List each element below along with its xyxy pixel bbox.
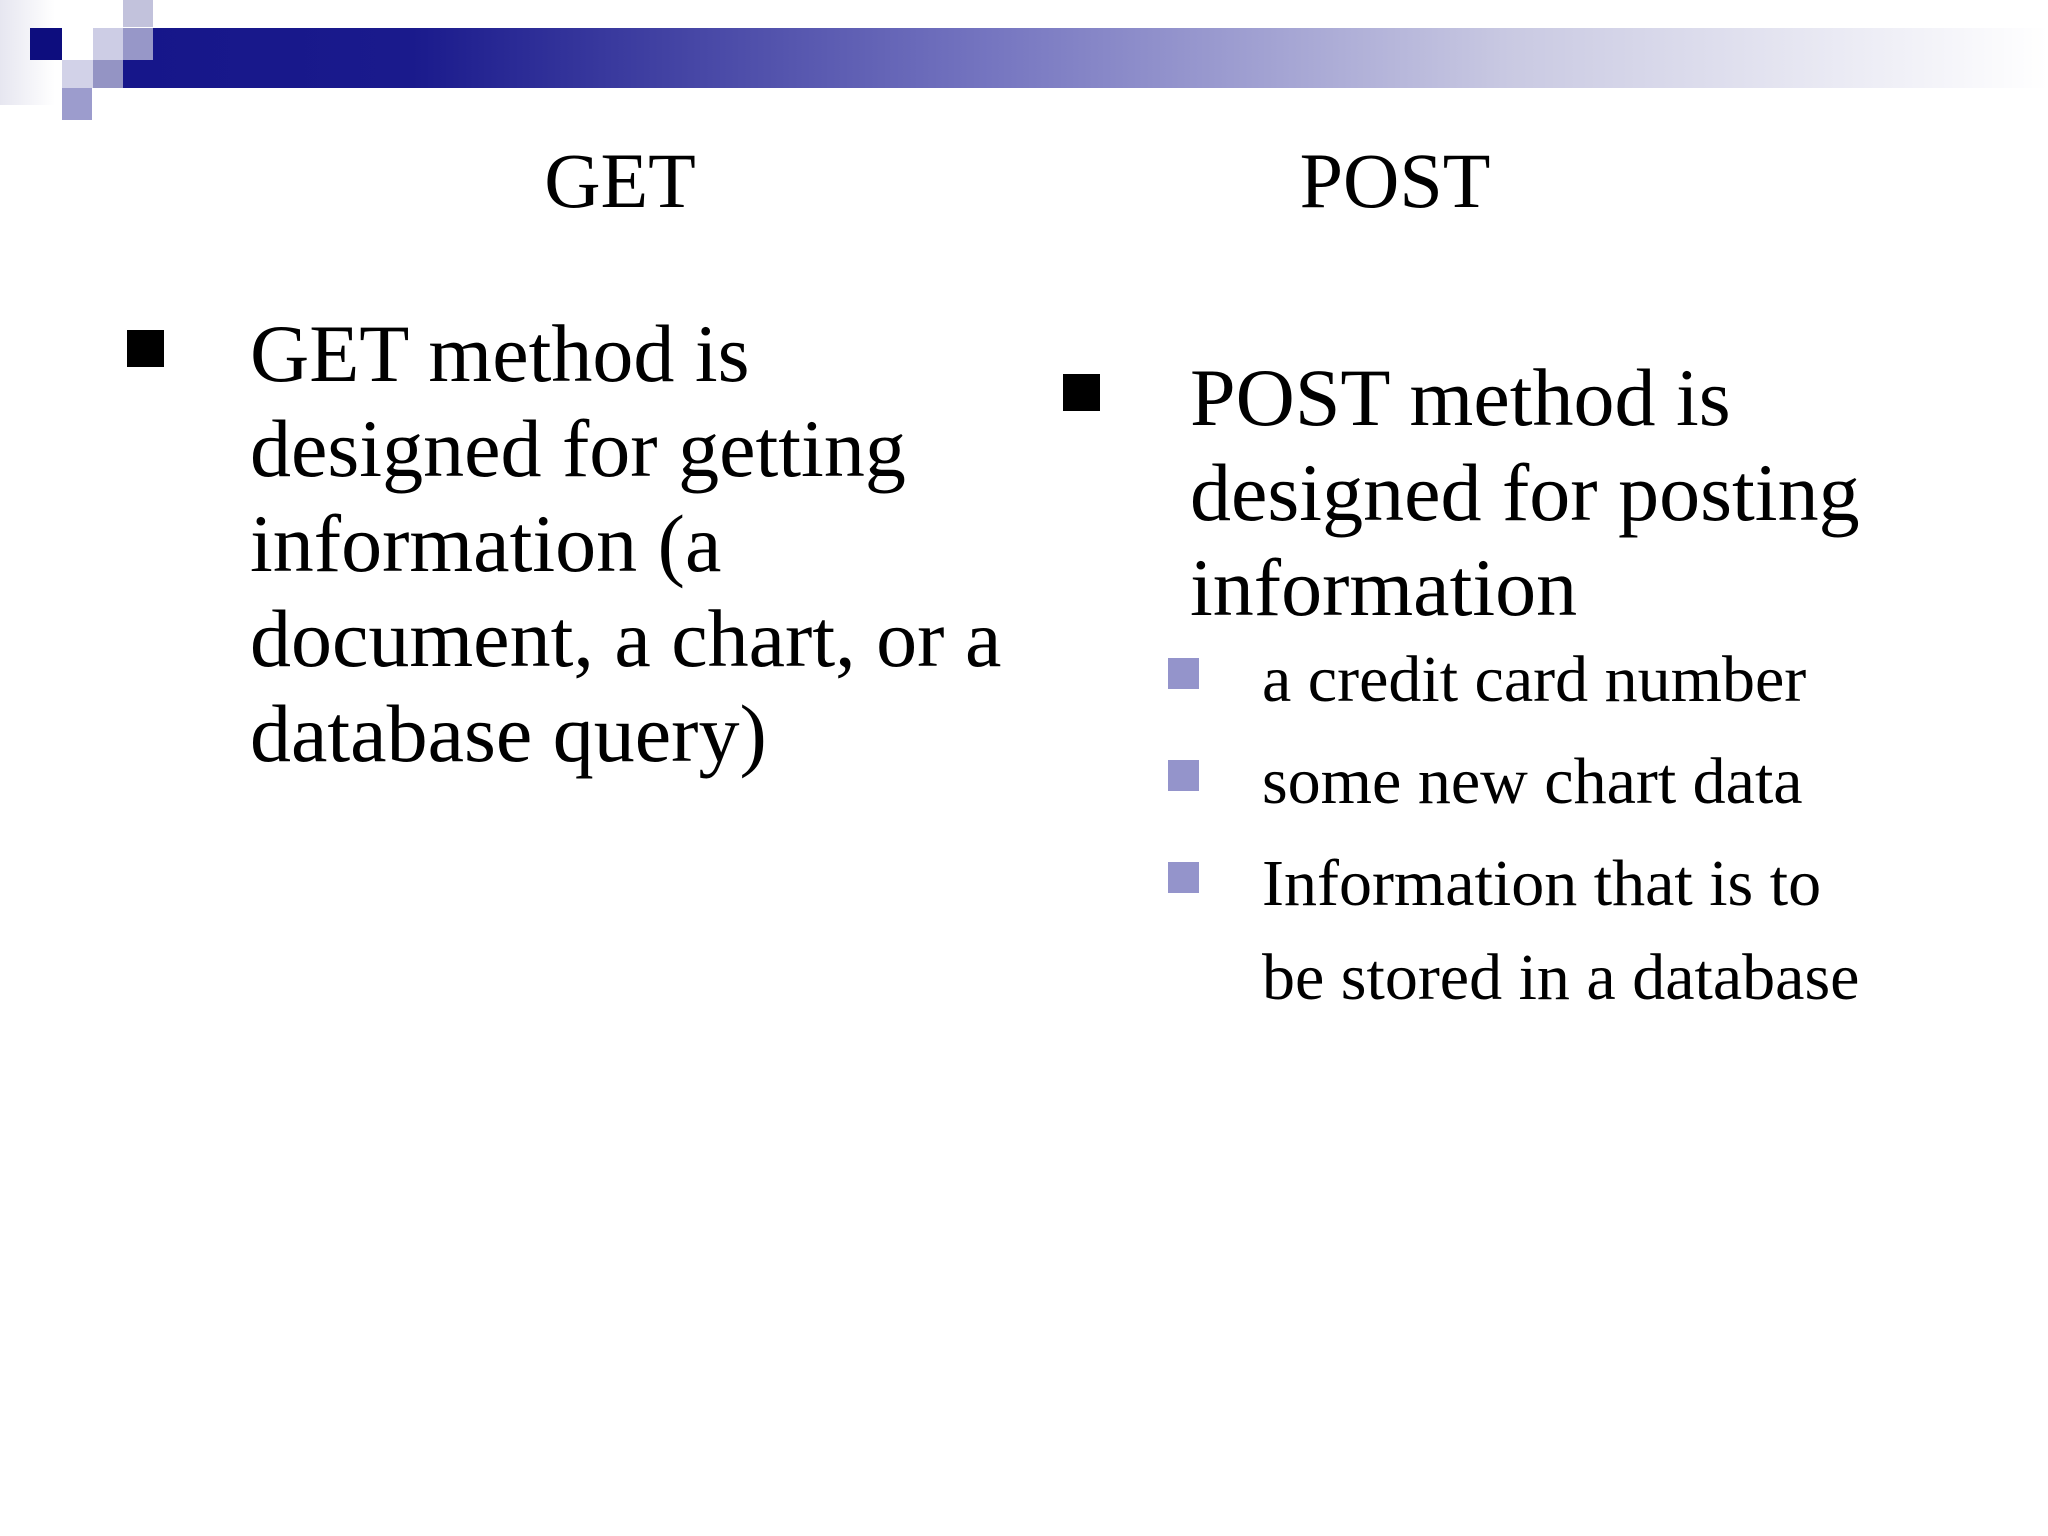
deco-square-medium-icon: [123, 28, 153, 60]
column-heading-get: GET: [544, 137, 696, 224]
text-line: designed for posting: [1190, 447, 1860, 538]
text-line: information (a: [250, 498, 722, 589]
deco-square-medium-row2-icon: [93, 60, 123, 88]
deco-square-light-icon: [93, 28, 123, 60]
sub-bullet-square-icon: [1168, 862, 1199, 893]
text-line: some new chart data: [1262, 745, 1803, 818]
sub-bullet-text: some new chart data: [1262, 735, 1803, 829]
deco-square-light-row2-icon: [62, 60, 93, 88]
text-line: POST method is: [1190, 352, 1731, 443]
column-heading-post: POST: [1299, 137, 1491, 224]
bullet-square-icon: [1063, 374, 1100, 411]
text-line: a credit card number: [1262, 643, 1807, 716]
text-line: document, a chart, or a: [250, 593, 1002, 684]
title-bar-gradient: [123, 28, 2048, 88]
get-bullet-text: GET method is designed for getting infor…: [250, 306, 1001, 781]
text-line: be stored in a database: [1262, 941, 1860, 1014]
text-line: GET method is: [250, 308, 750, 399]
sub-bullet-square-icon: [1168, 760, 1199, 791]
sub-bullet-text: Information that is to be stored in a da…: [1262, 837, 1859, 1025]
bullet-square-icon: [127, 330, 164, 367]
text-line: database query): [250, 688, 767, 779]
post-bullet-text: POST method is designed for posting info…: [1190, 350, 1860, 635]
sub-bullet-text: a credit card number: [1262, 633, 1806, 727]
deco-square-light-top-icon: [123, 0, 153, 27]
deco-square-medium-row3-icon: [62, 88, 92, 120]
text-line: Information that is to: [1262, 847, 1822, 920]
text-line: information: [1190, 542, 1578, 633]
text-line: designed for getting: [250, 403, 906, 494]
deco-square-navy-icon: [30, 28, 62, 60]
sub-bullet-square-icon: [1168, 658, 1199, 689]
